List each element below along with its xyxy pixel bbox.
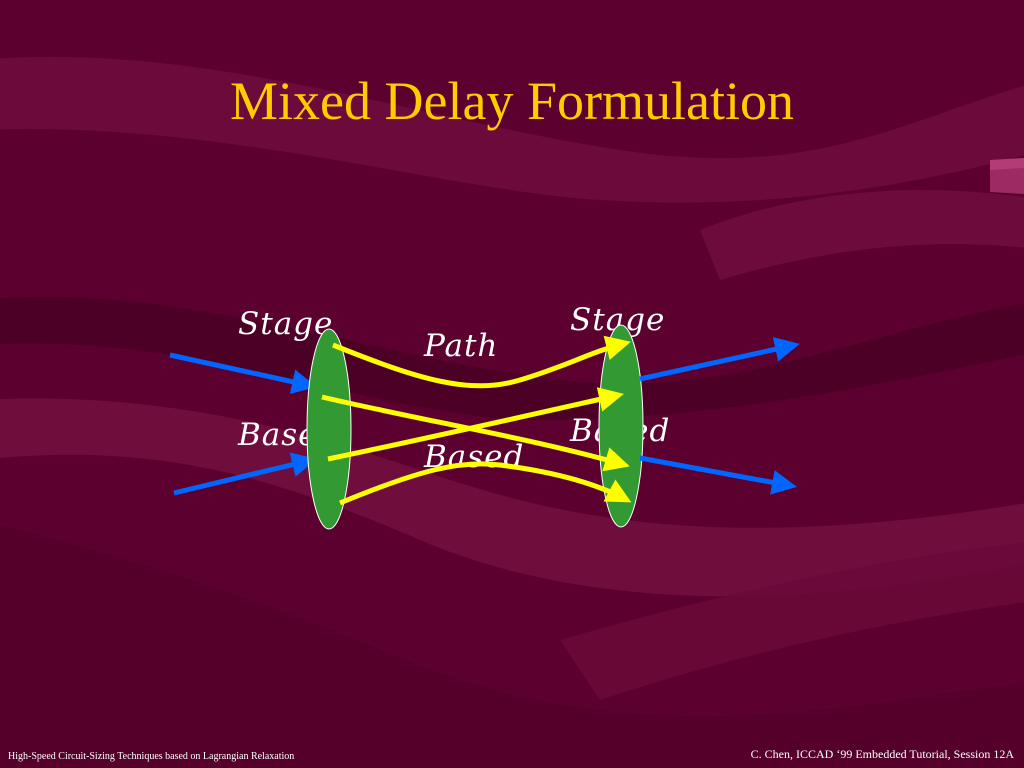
path-arrow-cross-up xyxy=(327,387,624,462)
input-arrow-top xyxy=(169,352,317,394)
path-arrow-top-curve xyxy=(332,335,631,389)
right-stage-ellipse xyxy=(598,324,644,528)
left-stage-word: Stage xyxy=(238,306,334,342)
footer-course-title: High-Speed Circuit-Sizing Techniques bas… xyxy=(8,751,295,762)
path-arrow-bottom-curve xyxy=(339,461,632,506)
path-arrow-cross-down xyxy=(321,394,630,472)
path-word: Path xyxy=(424,328,499,364)
output-arrow-bottom xyxy=(639,455,797,495)
footer-author: C. Chen, ICCAD ‘99 Embedded Tutorial, Se… xyxy=(750,747,1014,761)
left-stage-ellipse xyxy=(306,328,352,530)
path-based-label: Path Based xyxy=(424,254,524,550)
output-arrow-top xyxy=(639,337,800,382)
input-arrow-bottom xyxy=(173,452,317,496)
slide-title: Mixed Delay Formulation xyxy=(230,71,794,131)
